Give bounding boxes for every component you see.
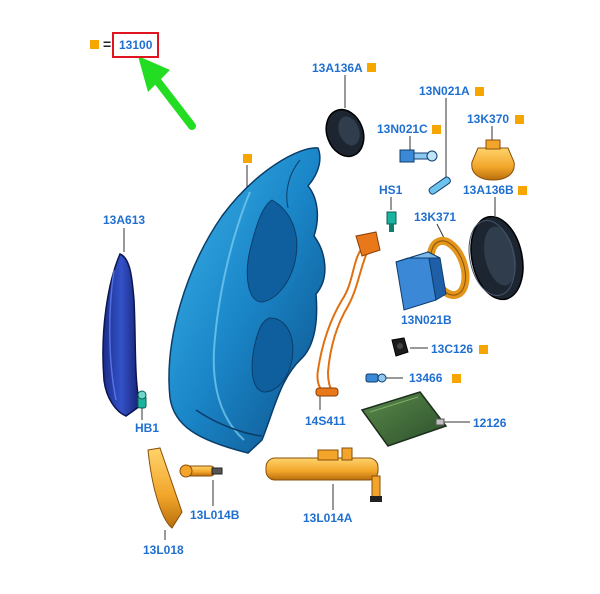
orange-square-icon [452, 374, 461, 383]
orange-square-icon [367, 63, 376, 72]
label-13n021a[interactable]: 13N021A [419, 84, 470, 98]
lightguide-bar [102, 253, 141, 417]
orange-square-icon [518, 186, 527, 195]
label-13n021b[interactable]: 13N021B [401, 313, 452, 327]
equals-sign: = [103, 36, 112, 52]
label-13a136b[interactable]: 13A136B [463, 183, 514, 197]
cap-13a136b [468, 215, 524, 301]
assembly-code-box: 13100 [112, 32, 160, 58]
nozzle-13l014b [179, 464, 223, 478]
label-13c126[interactable]: 13C126 [431, 342, 474, 356]
assembly-code-label[interactable]: 13100 [119, 38, 153, 52]
reflector-13l018 [147, 447, 183, 529]
label-13a136a[interactable]: 13A136A [312, 61, 363, 75]
orange-square-icon [475, 87, 484, 96]
connector-13c126 [391, 337, 409, 357]
label-13a613[interactable]: 13A613 [103, 213, 146, 227]
orange-square-icon [243, 154, 252, 163]
label-13n021c[interactable]: 13N021C [377, 122, 428, 136]
orange-square-icon [515, 115, 524, 124]
bulb-13466 [365, 373, 387, 383]
socket-13k370 [471, 139, 515, 181]
orange-square-icon [479, 345, 488, 354]
label-hs1[interactable]: HS1 [379, 183, 403, 197]
wire-harness-14s411 [315, 231, 381, 397]
label-13l018[interactable]: 13L018 [143, 543, 184, 557]
washer-cylinder-13l014a [265, 447, 382, 502]
cap-13a136a [325, 108, 365, 158]
green-arrow-icon [138, 56, 196, 130]
label-12126[interactable]: 12126 [473, 416, 507, 430]
label-hb1[interactable]: HB1 [135, 421, 160, 435]
hb1-bulb-part [137, 390, 147, 409]
bulb-13n021c [399, 149, 438, 163]
label-13l014b[interactable]: 13L014B [190, 508, 240, 522]
orange-square-icon [90, 40, 99, 49]
headlamp-housing [168, 147, 326, 454]
label-13k371[interactable]: 13K371 [414, 210, 457, 224]
label-13l014a[interactable]: 13L014A [303, 511, 353, 525]
ballast-13n021b [395, 251, 447, 311]
label-13k370[interactable]: 13K370 [467, 112, 510, 126]
bulb-13n021a [428, 176, 451, 195]
label-14s411[interactable]: 14S411 [305, 414, 346, 428]
hs1-part [386, 211, 397, 232]
label-13466[interactable]: 13466 [409, 371, 443, 385]
module-12126 [360, 391, 448, 447]
orange-square-icon [432, 125, 441, 134]
